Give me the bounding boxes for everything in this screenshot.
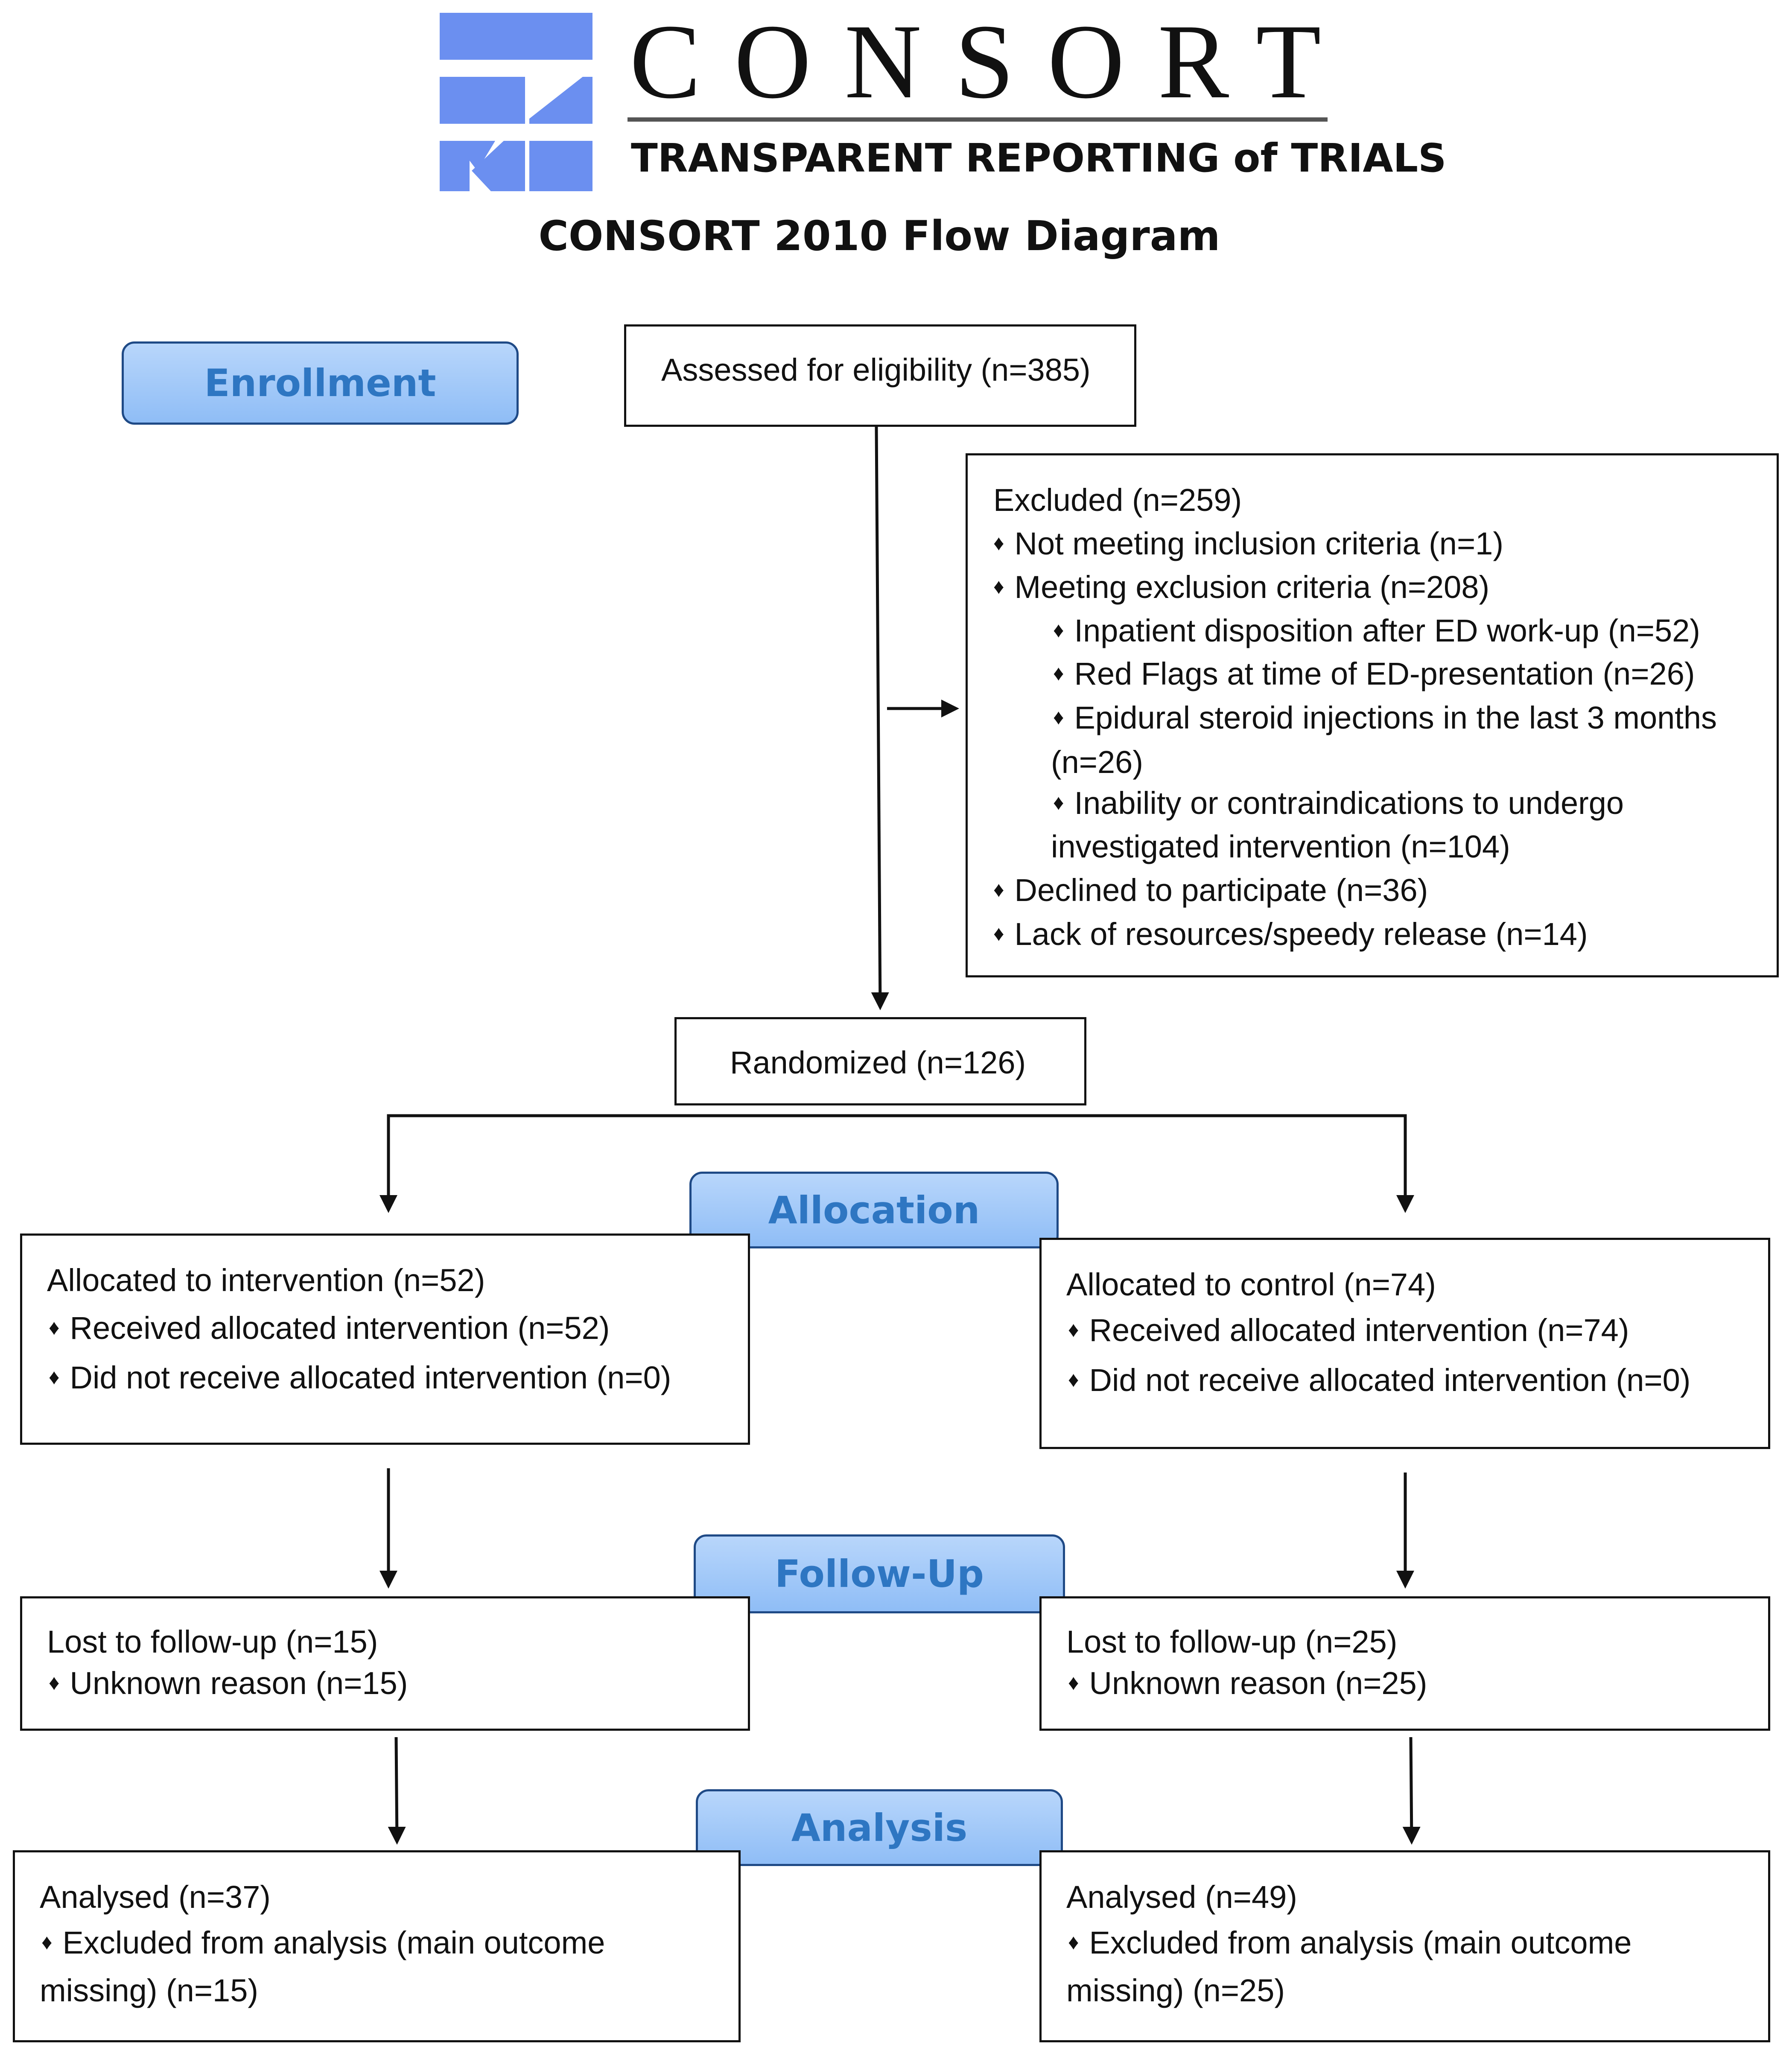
excluded-subitem: ♦Epidural steroid injections in the last… bbox=[1053, 700, 1717, 735]
excluded-item: ♦Lack of resources/speedy release (n=14) bbox=[993, 916, 1588, 952]
diamond-bullet-icon: ♦ bbox=[993, 531, 1004, 555]
stage-follow-up: Follow-Up bbox=[694, 1534, 1065, 1613]
brand-tagline: TRANSPARENT REPORTING of TRIALS bbox=[631, 135, 1447, 181]
diagram-title: CONSORT 2010 Flow Diagram bbox=[538, 212, 1220, 260]
excluded-subitem-cont: investigated intervention (n=104) bbox=[1051, 829, 1510, 864]
control-analysis-box: Analysed (n=49) ♦Excluded from analysis … bbox=[1039, 1850, 1770, 2042]
stage-allocation: Allocation bbox=[689, 1172, 1059, 1248]
intervention-analysis-header: Analysed (n=37) bbox=[40, 1879, 271, 1915]
intervention-allocation-header: Allocated to intervention (n=52) bbox=[47, 1263, 485, 1298]
brand-divider bbox=[627, 117, 1328, 122]
intervention-allocation-box: Allocated to intervention (n=52) ♦Receiv… bbox=[20, 1233, 750, 1445]
control-followup-header: Lost to follow-up (n=25) bbox=[1066, 1624, 1398, 1659]
intervention-followup-box: Lost to follow-up (n=15) ♦Unknown reason… bbox=[20, 1596, 750, 1731]
intervention-not-received: ♦Did not receive allocated intervention … bbox=[49, 1360, 671, 1395]
diamond-bullet-icon: ♦ bbox=[993, 574, 1004, 598]
diamond-bullet-icon: ♦ bbox=[1053, 618, 1064, 642]
control-analysis-excluded: ♦Excluded from analysis (main outcome bbox=[1068, 1925, 1632, 1960]
diamond-bullet-icon: ♦ bbox=[49, 1671, 60, 1694]
excluded-subitem: ♦Red Flags at time of ED-presentation (n… bbox=[1053, 656, 1695, 691]
excluded-subitem: ♦Inability or contraindications to under… bbox=[1053, 785, 1624, 821]
excluded-item: ♦Not meeting inclusion criteria (n=1) bbox=[993, 526, 1503, 561]
intervention-analysis-excluded-cont: missing) (n=15) bbox=[40, 1973, 259, 2008]
arrow-intervention-to-analysis bbox=[388, 1737, 406, 1845]
control-not-received: ♦Did not receive allocated intervention … bbox=[1068, 1362, 1691, 1398]
consort-logo-icon bbox=[440, 13, 592, 191]
arrow-assessed-to-randomized bbox=[871, 426, 889, 1010]
diamond-bullet-icon: ♦ bbox=[1068, 1368, 1079, 1391]
diamond-bullet-icon: ♦ bbox=[993, 878, 1004, 901]
randomized-box: Randomized (n=126) bbox=[674, 1017, 1086, 1105]
split-line bbox=[387, 1114, 1407, 1210]
excluded-subitem-cont: (n=26) bbox=[1051, 744, 1143, 780]
control-analysis-header: Analysed (n=49) bbox=[1066, 1879, 1297, 1915]
diamond-bullet-icon: ♦ bbox=[1068, 1930, 1079, 1954]
excluded-header: Excluded (n=259) bbox=[993, 482, 1242, 518]
control-allocation-box: Allocated to control (n=74) ♦Received al… bbox=[1039, 1238, 1770, 1449]
control-analysis-excluded-cont: missing) (n=25) bbox=[1066, 1973, 1285, 2008]
assessed-box: Assessed for eligibility (n=385) bbox=[624, 324, 1136, 427]
diamond-bullet-icon: ♦ bbox=[1053, 705, 1064, 729]
diamond-bullet-icon: ♦ bbox=[41, 1930, 53, 1954]
excluded-item: ♦Declined to participate (n=36) bbox=[993, 872, 1428, 908]
brand-name: CONSORT bbox=[630, 3, 1354, 121]
diamond-bullet-icon: ♦ bbox=[49, 1315, 60, 1339]
stage-enrollment: Enrollment bbox=[122, 341, 519, 425]
diamond-bullet-icon: ♦ bbox=[1068, 1318, 1079, 1341]
intervention-analysis-excluded: ♦Excluded from analysis (main outcome bbox=[41, 1925, 605, 1960]
excluded-box: Excluded (n=259) ♦Not meeting inclusion … bbox=[966, 453, 1779, 977]
intervention-received: ♦Received allocated intervention (n=52) bbox=[49, 1310, 610, 1346]
control-received: ♦Received allocated intervention (n=74) bbox=[1068, 1312, 1629, 1348]
diamond-bullet-icon: ♦ bbox=[1053, 661, 1064, 685]
arrow-control-to-analysis bbox=[1402, 1737, 1421, 1845]
diamond-bullet-icon: ♦ bbox=[1068, 1671, 1079, 1694]
stage-analysis: Analysis bbox=[696, 1789, 1063, 1866]
diamond-bullet-icon: ♦ bbox=[1053, 790, 1064, 814]
intervention-followup-header: Lost to follow-up (n=15) bbox=[47, 1624, 378, 1659]
excluded-item: ♦Meeting exclusion criteria (n=208) bbox=[993, 569, 1490, 605]
assessed-text: Assessed for eligibility (n=385) bbox=[661, 352, 1091, 388]
control-allocation-header: Allocated to control (n=74) bbox=[1066, 1267, 1436, 1302]
intervention-analysis-box: Analysed (n=37) ♦Excluded from analysis … bbox=[13, 1850, 741, 2042]
control-followup-reason: ♦Unknown reason (n=25) bbox=[1068, 1665, 1427, 1701]
diamond-bullet-icon: ♦ bbox=[49, 1365, 60, 1389]
control-followup-box: Lost to follow-up (n=25) ♦Unknown reason… bbox=[1039, 1596, 1770, 1731]
randomized-text: Randomized (n=126) bbox=[730, 1045, 1026, 1080]
intervention-followup-reason: ♦Unknown reason (n=15) bbox=[49, 1665, 408, 1701]
excluded-subitem: ♦Inpatient disposition after ED work-up … bbox=[1053, 613, 1700, 648]
diamond-bullet-icon: ♦ bbox=[993, 921, 1004, 945]
